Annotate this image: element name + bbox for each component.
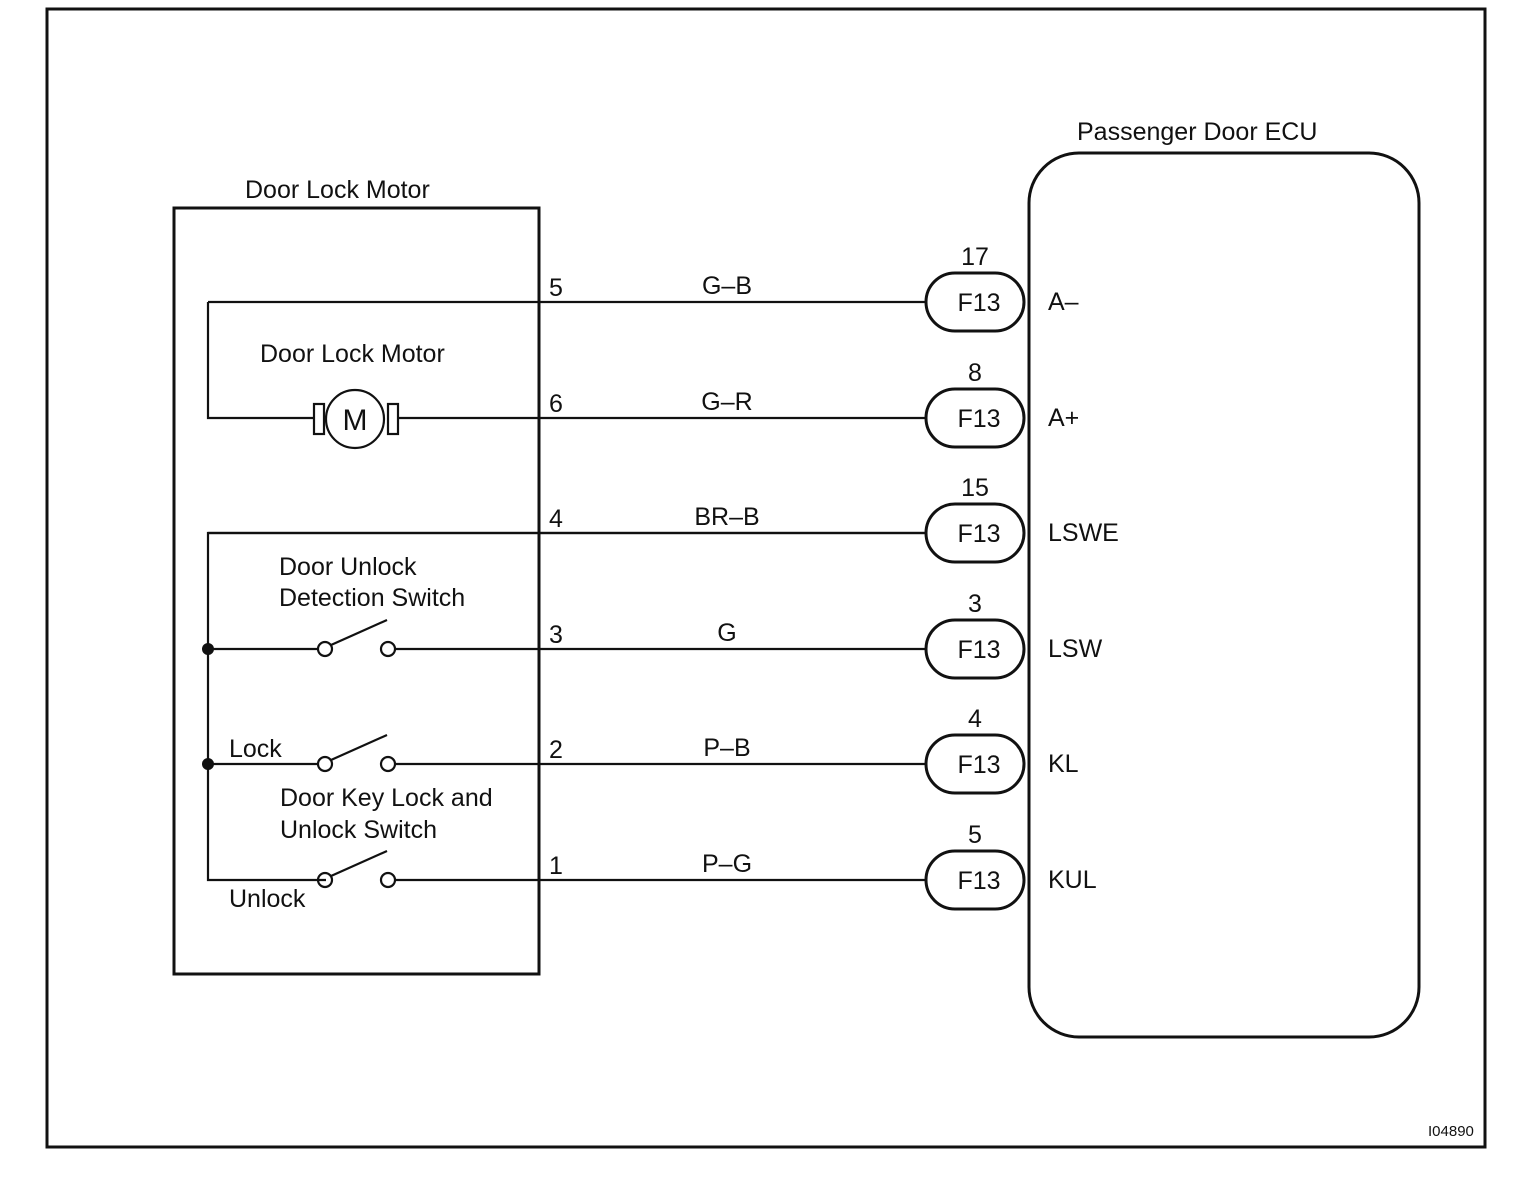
motor-pin-1: 1 [549,852,563,880]
connector-label-5: F13 [957,867,1000,895]
motor-pin-2: 2 [549,736,563,764]
connector-f13-17 [924,271,1026,333]
ecu-terminal-lswe: LSWE [1048,519,1119,547]
motor-icon: M [312,388,400,450]
ecu-pin-5: 5 [968,821,982,849]
diagram-frame [45,7,1487,1149]
connector-f13-4 [924,733,1026,795]
wire-color-3: G [717,619,736,647]
key-lock-switch-icon [208,733,397,773]
motor-pin-3: 3 [549,621,563,649]
ecu-terminal-lsw: LSW [1048,635,1103,663]
connector-label-17: F13 [957,289,1000,317]
door-lock-motor-box [172,206,541,976]
connector-f13-3 [924,618,1026,680]
key-switch-label-2: Unlock Switch [280,816,437,844]
wire-color-1: P–G [702,850,752,878]
ecu-pin-3: 3 [968,590,982,618]
motor-pin-4: 4 [549,505,563,533]
motor-pin-6: 6 [549,390,563,418]
connector-label-15: F13 [957,520,1000,548]
ecu-pin-8: 8 [968,359,982,387]
motor-loop-wire [206,302,314,420]
ecu-pin-17: 17 [961,243,989,271]
ecu-terminal-kul: KUL [1048,866,1097,894]
connector-label-4: F13 [957,751,1000,779]
passenger-door-ecu-title: Passenger Door ECU [1077,118,1317,146]
connector-label-8: F13 [957,405,1000,433]
unlock-detection-switch-icon [208,618,397,658]
connector-f13-15 [924,502,1026,564]
unlock-detection-switch-label-2: Detection Switch [279,584,465,612]
motor-symbol: M [343,404,368,437]
ecu-terminal-a+: A+ [1048,404,1079,432]
motor-pin-5: 5 [549,274,563,302]
unlock-detection-switch-label-1: Door Unlock [279,553,417,581]
connector-f13-8 [924,387,1026,449]
wire-color-2: P–B [703,734,750,762]
ecu-terminal-a: A– [1048,288,1079,316]
ecu-terminal-kl: KL [1048,750,1079,778]
door-lock-motor-label: Door Lock Motor [260,340,445,368]
wire-color-6: G–R [701,388,752,416]
drawing-code: I04890 [1428,1123,1474,1140]
key-switch-label-1: Door Key Lock and [280,784,493,812]
connector-label-3: F13 [957,636,1000,664]
ecu-pin-4: 4 [968,705,982,733]
key-unlock-switch-icon [316,849,397,889]
passenger-door-ecu-box [1027,151,1421,1039]
wire-color-5: G–B [702,272,752,300]
ecu-pin-15: 15 [961,474,989,502]
door-lock-motor-title: Door Lock Motor [245,176,430,204]
unlock-label: Unlock [229,885,306,913]
wire-color-4: BR–B [694,503,759,531]
connector-f13-5 [924,849,1026,911]
lock-label: Lock [229,735,282,763]
